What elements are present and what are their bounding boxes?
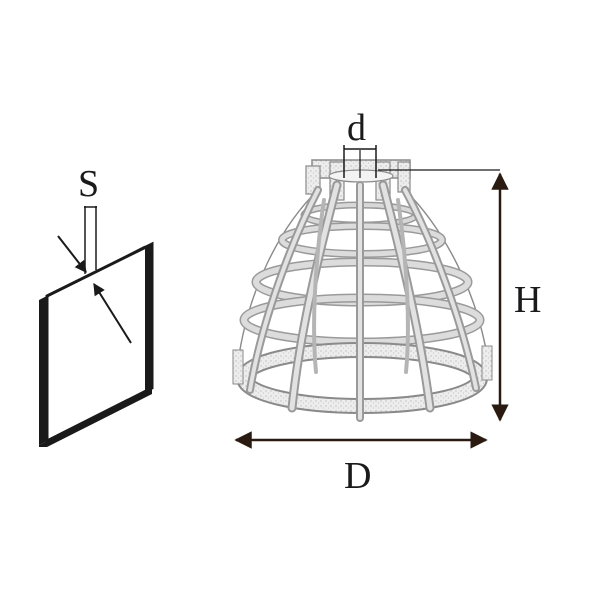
- plate-side-face: [39, 296, 47, 445]
- diameter-label: D: [344, 455, 371, 497]
- thickness-label: S: [78, 163, 99, 205]
- plate-illustration: S: [39, 163, 154, 447]
- height-label: H: [514, 279, 541, 321]
- s-arrow-upper: [57, 235, 87, 273]
- cage-foot-right: [481, 345, 493, 381]
- plate-right-edge: [145, 244, 152, 392]
- cage-illustration: d H D: [232, 107, 541, 497]
- top-diameter-label: d: [347, 107, 366, 149]
- d-dimension: d: [343, 107, 377, 178]
- plate-bottom-edge: [39, 388, 152, 447]
- h-dimension: H: [378, 169, 541, 422]
- diameter-dimension: D: [234, 431, 488, 497]
- cage-ribs: [246, 180, 480, 422]
- s-arrow-lower: [93, 282, 132, 344]
- cage-foot-left: [232, 349, 244, 385]
- plate-front-face: [45, 241, 154, 444]
